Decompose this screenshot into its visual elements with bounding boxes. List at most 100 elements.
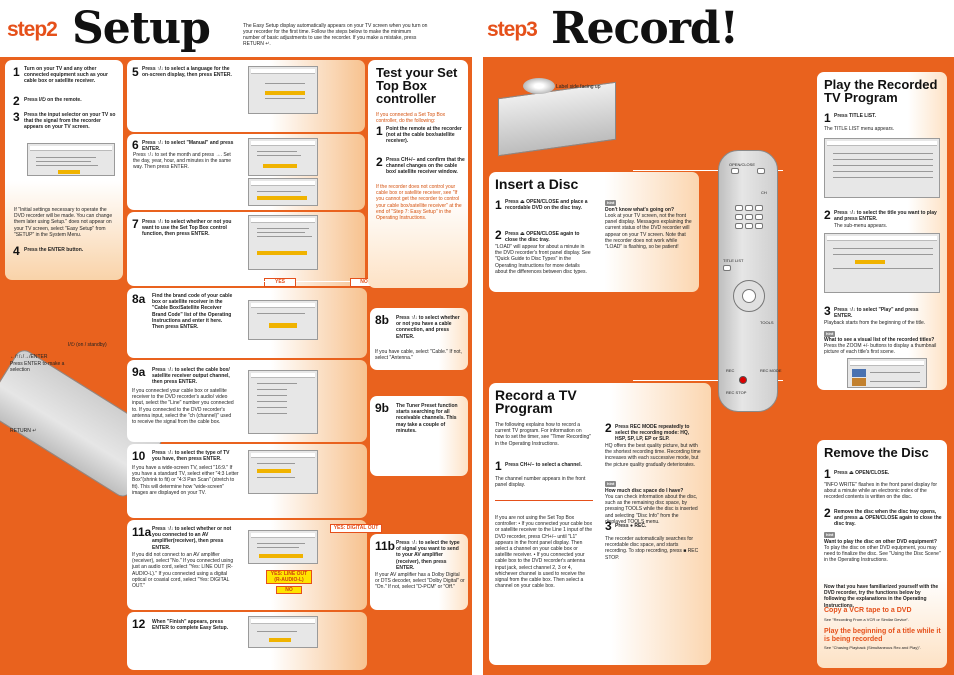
play-step-3-note: Playback starts from the beginning of th… (824, 320, 926, 326)
step-6-card (127, 134, 365, 210)
step-11b-card (370, 534, 468, 610)
step-9a-card (127, 360, 367, 442)
play-step-1-note: The TITLE LIST menu appears. (824, 126, 895, 132)
insert-disc-card (489, 172, 699, 292)
record-page: step3 Record! Label side facing up Inser… (483, 0, 954, 675)
tv-screen-clock (248, 138, 318, 176)
intro-text: The Easy Setup display automatically app… (243, 23, 428, 47)
step-8b-card (370, 308, 468, 370)
play-program-card (817, 72, 947, 390)
remote-arrows-sub: Press ENTER to make a selection (10, 361, 65, 374)
step-8a-text: Find the brand code of your cable box or… (152, 293, 233, 331)
outro-text: Now that you have familiarized yourself … (824, 584, 939, 609)
step-11a-note: If you did not connect to an AV amplifie… (132, 552, 234, 590)
remote-stop-label: REC STOP (726, 390, 747, 395)
record-step-2: Press REC MODE repeatedly to select the … (615, 424, 690, 443)
link-chasing-playback[interactable]: Play the beginning of a title while it i… (824, 628, 941, 643)
record-step-1: Press CH+/– to select a channel. (505, 462, 582, 468)
enter-button (742, 289, 756, 303)
tv-screen-language (248, 66, 318, 114)
hint-badge-4: hint (824, 532, 836, 539)
tv-screen-output-channel (248, 370, 318, 434)
tv-screen-submenu (824, 233, 940, 293)
step-9b-text: The Tuner Preset function starts searchi… (396, 403, 458, 434)
step-label: step2 (7, 18, 58, 41)
step-9a-note: If you connected your cable box or satel… (132, 388, 234, 426)
link-copy-vcr[interactable]: Copy a VCR tape to a DVD (824, 607, 912, 614)
step-1-text: Turn on your TV and any other connected … (24, 66, 108, 85)
step-11b-text: Press ↑/↓ to select the type of signal y… (396, 540, 460, 571)
tv-screen-title-list (824, 138, 940, 198)
no-tag-2: NO (276, 586, 302, 594)
step-8b-text: Press ↑/↓ to select whether or not you h… (396, 315, 460, 340)
hint-badge: hint (605, 200, 617, 207)
hint-dontknow-body: Look at your TV screen, not the front pa… (605, 213, 692, 251)
remote-power-label: I/⏻ (on / standby) (68, 342, 107, 348)
yes-no-connector (296, 281, 350, 282)
remote-return-label: RETURN ↵ (10, 428, 37, 434)
test-step-1: Point the remote at the recorder (not at… (386, 126, 462, 145)
yes-digital-out-tag: YES: DIGITAL OUT (330, 524, 382, 533)
remote-recmode-label: REC MODE (760, 368, 782, 373)
power-button (757, 168, 765, 174)
tv-screen-welcome (27, 143, 115, 176)
record-tv-title: Record a TV Program (495, 387, 577, 416)
tv-screen-settop (248, 215, 318, 270)
open-close-button (731, 168, 739, 174)
step-9a-text: Press ↑/↓ to select the cable box/ satel… (152, 367, 230, 386)
record-step-3: Press ● REC. (615, 523, 647, 529)
remove-step-1: Press ⏏ OPEN/CLOSE. (834, 470, 890, 476)
step-7-card (127, 212, 365, 286)
record-step-1-note-2: If you are not using the Set Top Box con… (495, 515, 593, 590)
hint-other-body: To play the disc on other DVD equipment,… (824, 545, 941, 564)
play-step-2-note: The sub-menu appears. (834, 223, 888, 229)
step-5-text: Press ↑/↓ to select a language for the o… (142, 66, 232, 79)
play-step-2: Press ↑/↓ to select the title you want t… (834, 210, 937, 223)
record-tv-intro: The following explains how to record a c… (495, 422, 591, 447)
remove-step-1-note: "INFO WRITE" flashes in the front panel … (824, 482, 938, 501)
step-8b-note: If you have cable, select "Cable." If no… (375, 349, 462, 362)
step-6a-text: Press ↑/↓ to select "Manual" and press E… (142, 140, 234, 153)
step-12-card (127, 612, 367, 670)
remove-step-2: Remove the disc when the disc tray opens… (834, 509, 942, 528)
step-3-text: Press the input selector on your TV so t… (24, 112, 116, 131)
step-2-text: Press I/⏻ on the remote. (24, 97, 82, 103)
hint-visual-title: What to see a visual list of the recorde… (824, 337, 935, 343)
step-5-card (127, 60, 365, 132)
remote-tools-label: TOOLS (760, 320, 774, 325)
hint-dontknow: hint (605, 200, 693, 207)
record-tv-card (489, 383, 711, 665)
insert-step-1: Press ⏏ OPEN/CLOSE and place a recordabl… (505, 199, 588, 212)
step-6b-text: Press ↑/↓ to set the month and press →. … (133, 152, 232, 171)
test-step-2: Press CH+/– and confirm that the channel… (386, 157, 465, 176)
hint-dontknow-title: Don't know what's going on? (605, 207, 675, 213)
record-step-3-note: The recorder automatically searches for … (605, 536, 699, 561)
insert-disc-title: Insert a Disc (495, 176, 579, 192)
tv-screen-av-amp (248, 530, 318, 564)
step-10-text: Press ↑/↓ to select the type of TV you h… (152, 450, 230, 463)
link-copy-vcr-sub: See "Recording From a VCR or Similar Dev… (824, 617, 910, 622)
remote-arrows-label: ←/↑/↓/→/ENTER (10, 354, 48, 360)
disc-label-callout: Label side facing up (556, 84, 601, 90)
play-step-3: Press ↑/↓ to select "Play" and press ENT… (834, 307, 919, 320)
tv-screen-tv-type (248, 450, 318, 494)
title-list-button (723, 265, 731, 271)
remove-disc-card (817, 440, 947, 668)
setup-page: step2 Setup The Easy Setup display autom… (0, 0, 472, 675)
test-step-2-note: If the recorder does not control your ca… (376, 184, 462, 222)
hint-visual: hint (824, 331, 942, 338)
test-settop-title: Test your Set Top Box controller (376, 65, 458, 106)
step-10-card (127, 444, 367, 518)
yes-branch-tag: YES (264, 278, 296, 287)
callout-line-record (633, 380, 783, 381)
yes-line-out-tag: YES: LINE OUT (R-AUDIO-L) (266, 570, 312, 584)
rec-button (739, 376, 747, 384)
callout-line-insert (633, 170, 783, 171)
step-10-note: If you have a wide-screen TV, select "16… (132, 465, 239, 496)
step-8a-card (127, 288, 367, 358)
step-11a-text: Press ↑/↓ to select whether or not you c… (152, 526, 232, 551)
link-chasing-playback-sub: See "Chasing Playback (Simultaneous Rec … (824, 645, 922, 650)
hint-visual-body: Press the ZOOM +/- buttons to display a … (824, 343, 937, 356)
tv-screen-brand-code (248, 300, 318, 340)
step-label-2: step3 (487, 18, 538, 41)
